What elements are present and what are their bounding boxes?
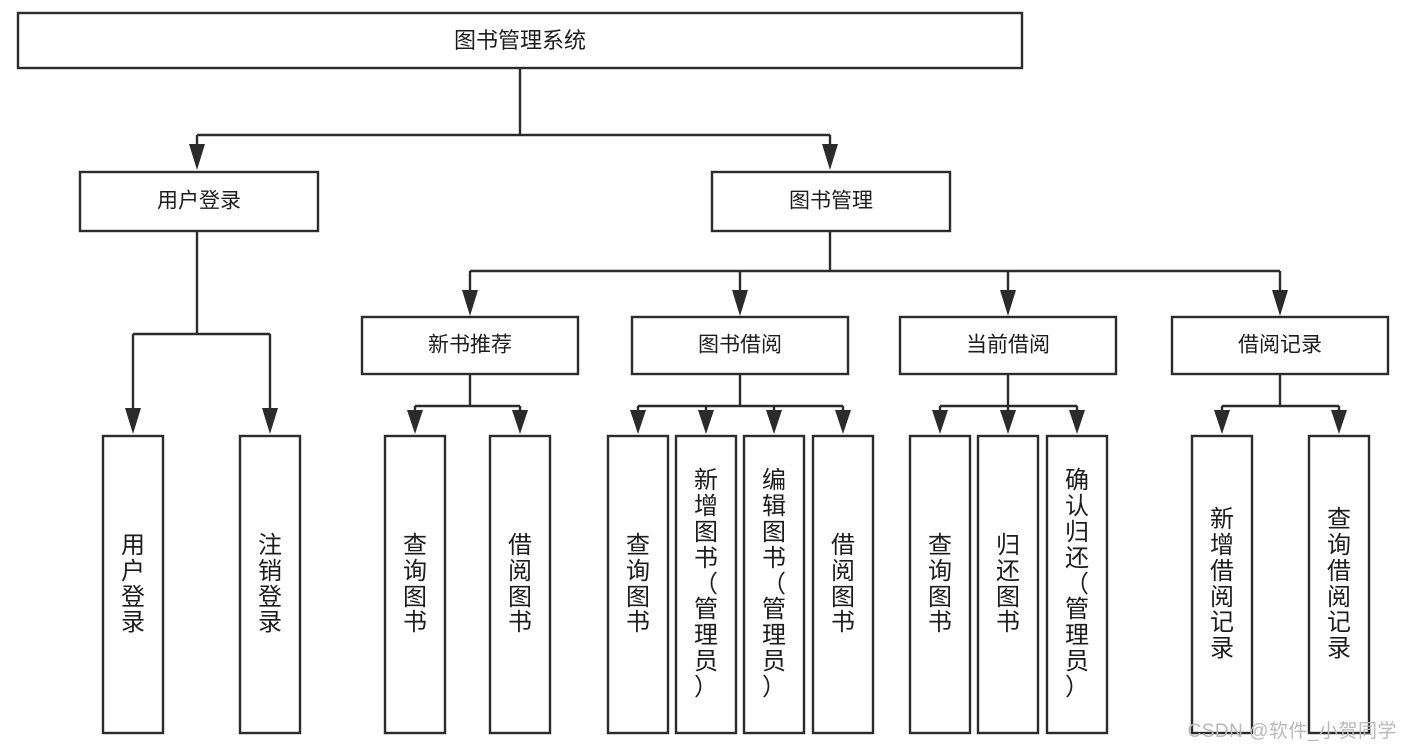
arrow-head-leaf-8 xyxy=(835,410,851,434)
arrow-head-leaf-1 xyxy=(125,408,141,434)
node-root-label: 图书管理系统 xyxy=(454,28,586,53)
arrow-head-book-mgmt xyxy=(822,144,838,170)
leaf-box-query-book-2[interactable] xyxy=(606,434,670,735)
leaf-box-group xyxy=(101,434,1371,735)
node-book-borrow-label: 图书借阅 xyxy=(698,334,782,357)
arrow-head-leaf-3 xyxy=(407,410,423,434)
arrow-head-leaf-12 xyxy=(1214,410,1230,434)
watermark-text: CSDN @软件_小贺同学 xyxy=(1187,721,1397,742)
leaf-box-add-record[interactable] xyxy=(1190,434,1254,735)
arrow-head-leaf-4 xyxy=(512,410,528,434)
leaf-box-borrow-book-1[interactable] xyxy=(488,434,552,735)
leaf-box-query-book-1[interactable] xyxy=(383,434,447,735)
node-user-login[interactable]: 用户登录 xyxy=(78,170,320,233)
node-borrow-record[interactable]: 借阅记录 xyxy=(1170,315,1390,376)
arrow-head-leaf-7 xyxy=(766,410,782,434)
arrow-head-leaf-5 xyxy=(630,410,646,434)
node-book-borrow[interactable]: 图书借阅 xyxy=(630,315,850,376)
leaf-box-logout[interactable] xyxy=(238,434,302,735)
node-book-management-box[interactable] xyxy=(710,170,952,233)
arrow-head-leaf-13 xyxy=(1331,410,1347,434)
arrow-head-user-login xyxy=(189,144,205,170)
node-new-book-recommend-box[interactable] xyxy=(360,315,580,376)
connector-group xyxy=(125,68,1347,434)
node-book-borrow-box[interactable] xyxy=(630,315,850,376)
node-borrow-record-box[interactable] xyxy=(1170,315,1390,376)
arrow-head-leaf-9 xyxy=(932,410,948,434)
node-user-login-label: 用户登录 xyxy=(157,190,241,213)
leaf-box-return-book[interactable] xyxy=(976,434,1040,735)
arrow-head-leaf-11 xyxy=(1069,410,1085,434)
node-user-login-box[interactable] xyxy=(78,170,320,233)
arrow-head-leaf-10 xyxy=(1000,410,1016,434)
node-book-management-label: 图书管理 xyxy=(789,190,873,213)
node-borrow-record-label: 借阅记录 xyxy=(1238,334,1322,357)
node-current-borrow-box[interactable] xyxy=(898,315,1118,376)
arrow-head-new-book-rec xyxy=(462,290,478,316)
arrow-head-leaf-6 xyxy=(698,410,714,434)
leaf-box-user-login[interactable] xyxy=(101,434,165,735)
node-current-borrow[interactable]: 当前借阅 xyxy=(898,315,1118,376)
arrow-head-book-borrow xyxy=(732,290,748,316)
leaf-box-confirm-return[interactable] xyxy=(1045,434,1109,735)
leaf-box-query-record[interactable] xyxy=(1307,434,1371,735)
arrow-head-current-borrow xyxy=(1000,290,1016,316)
node-book-management[interactable]: 图书管理 xyxy=(710,170,952,233)
arrow-head-leaf-2 xyxy=(262,408,278,434)
arrow-head-borrow-record xyxy=(1272,290,1288,316)
node-root[interactable]: 图书管理系统 xyxy=(16,11,1024,70)
leaf-box-add-book-admin[interactable] xyxy=(674,434,738,735)
leaf-box-edit-book-admin[interactable] xyxy=(742,434,806,735)
node-new-book-recommend[interactable]: 新书推荐 xyxy=(360,315,580,376)
leaf-box-query-book-3[interactable] xyxy=(908,434,972,735)
leaf-box-borrow-book-2[interactable] xyxy=(811,434,875,735)
node-root-box[interactable] xyxy=(16,11,1024,70)
node-new-book-recommend-label: 新书推荐 xyxy=(428,334,512,357)
node-current-borrow-label: 当前借阅 xyxy=(966,334,1050,357)
